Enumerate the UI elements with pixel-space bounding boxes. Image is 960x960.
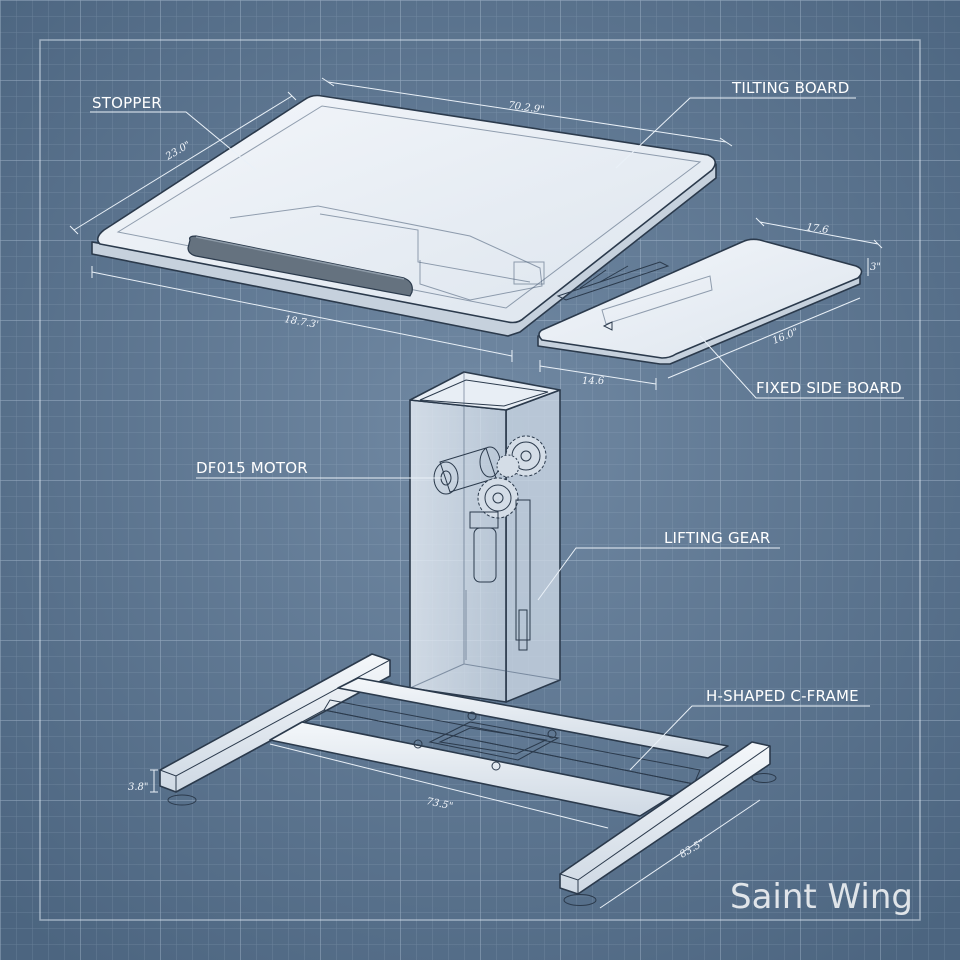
tilting-board [91, 94, 717, 337]
dim-board-width: 70.2.9" [508, 100, 546, 116]
label-motor: DF015 MOTOR [196, 459, 308, 477]
stopper [187, 235, 413, 297]
label-stopper: STOPPER [92, 94, 162, 112]
dim-side-thickness: 3" [870, 262, 881, 273]
linear-actuator [465, 499, 531, 660]
label-lifting-gear: LIFTING GEAR [664, 529, 771, 547]
brand-watermark: Saint Wing [730, 877, 913, 917]
dim-side-bottom: 14.6 [582, 376, 605, 387]
callout-leaders [90, 97, 904, 771]
dim-frame-length: 73.5" [425, 796, 454, 812]
fixed-side-board [537, 238, 863, 365]
gear-icon [477, 435, 547, 519]
h-frame [159, 653, 777, 906]
border-frame [39, 39, 921, 921]
label-fixed-side-board: FIXED SIDE BOARD [756, 379, 902, 397]
label-tilting-board: TILTING BOARD [731, 79, 849, 97]
lifting-column [409, 371, 561, 703]
dimension-lines [69, 77, 883, 909]
dim-frame-height: 3.8" [128, 782, 149, 793]
dim-side-length: 17.6 [806, 222, 830, 236]
label-frame: H-SHAPED C-FRAME [706, 687, 859, 705]
support-rails [556, 261, 670, 301]
